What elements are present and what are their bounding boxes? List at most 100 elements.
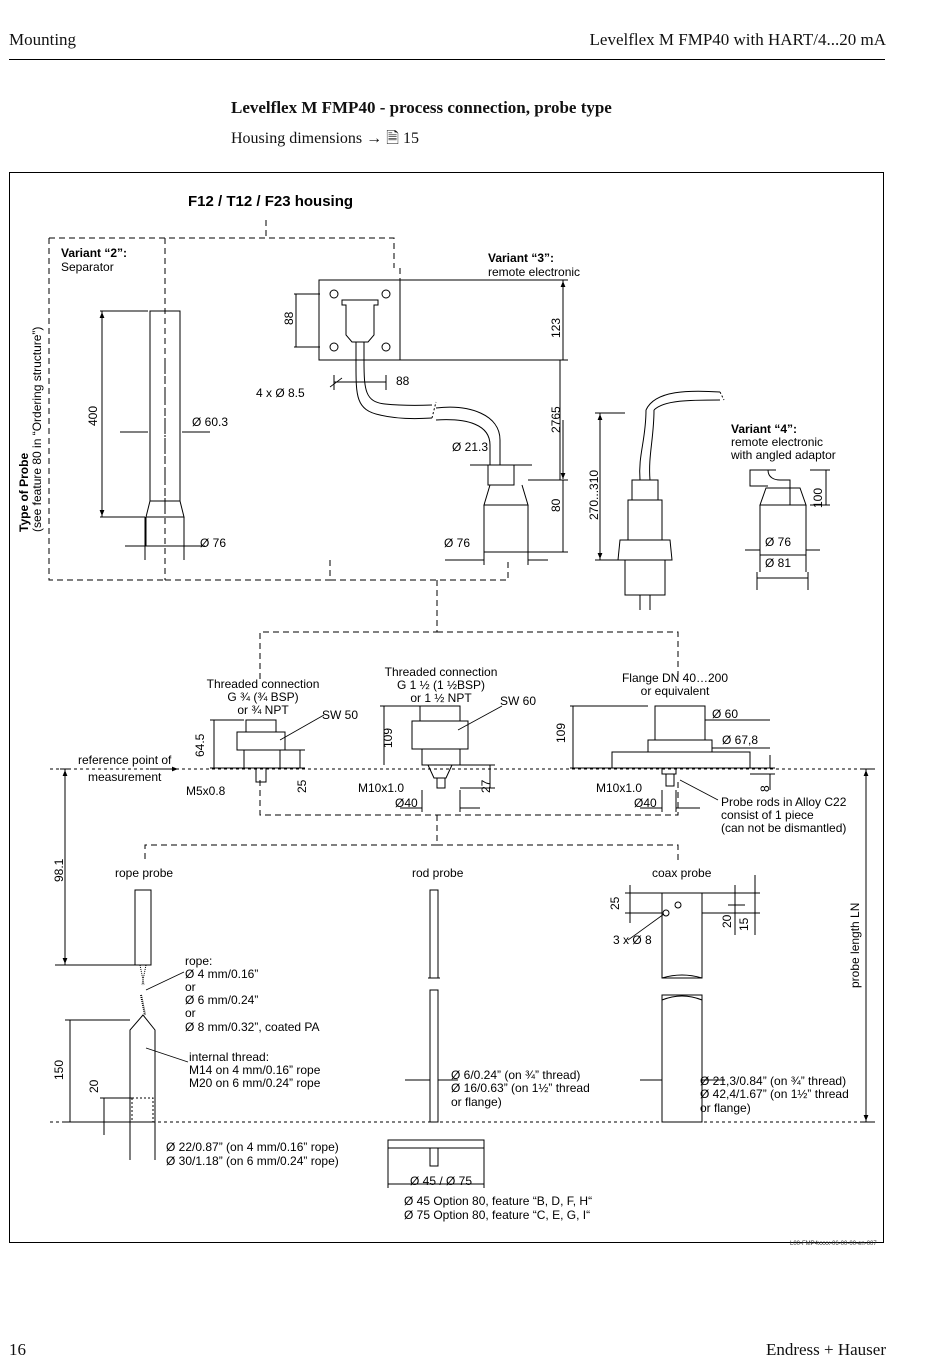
rods-line3: (can not be dismantled): [721, 821, 846, 835]
rod-probe-label: rod probe: [412, 866, 464, 880]
header-section-label: Mounting: [9, 30, 77, 49]
rope-probe: [55, 768, 156, 1160]
rope-line2: Ø 4 mm/0.16”: [185, 967, 258, 981]
variant4-desc1: remote electronic: [731, 435, 823, 449]
rod-diameter-line2: Ø 16/0.63” (on 1½” thread: [451, 1081, 590, 1095]
dim-8: 8: [758, 785, 772, 792]
type-of-probe-label: Type of Probe: [17, 453, 31, 532]
dim-15: 15: [737, 917, 751, 931]
coax-diameter-line2: Ø 42,4/1.67” (on 1½” thread: [700, 1087, 849, 1101]
remote-electronic-variant3: [294, 279, 568, 565]
dim-d76-c: Ø 76: [765, 535, 791, 549]
rope-weight-line2: Ø 30/1.18” (on 6 mm/0.24” rope): [166, 1154, 339, 1168]
dim-270-310: 270...310: [587, 470, 601, 520]
dim-88-horizontal: 88: [396, 374, 410, 388]
probe-length-dimension: [860, 768, 875, 1123]
dim-2765: 2765: [549, 406, 563, 433]
type-of-probe-note: (see feature 80 in “Ordering structure”): [30, 327, 44, 532]
section-title: Levelflex M FMP40 - process connection, …: [231, 98, 612, 117]
dim-d603: Ø 60.3: [192, 415, 228, 429]
dim-d81: Ø 81: [765, 556, 791, 570]
probe-length-label: probe length LN: [848, 903, 862, 988]
coax-probe-label: coax probe: [652, 866, 712, 880]
dim-150: 150: [52, 1060, 66, 1080]
coax-diameter-line1: Ø 21,3/0.84” (on ¾” thread): [700, 1074, 846, 1088]
thread2-line1: Threaded connection: [385, 665, 498, 679]
dim-88-vertical: 88: [282, 311, 296, 325]
flange-connection: [570, 705, 775, 812]
thread1-line3: or ¾ NPT: [237, 703, 289, 717]
dim-27: 27: [479, 779, 493, 793]
dim-98-1: 98.1: [52, 858, 66, 882]
dim-d60: Ø 60: [712, 707, 738, 721]
dim-25-b: 25: [608, 896, 622, 910]
sw60-label: SW 60: [500, 694, 536, 708]
rod-diameter-line1: Ø 6/0.24” (on ¾” thread): [451, 1068, 580, 1082]
threaded-connection-3-4: [210, 719, 305, 783]
thread1-line2: G ¾ (¾ BSP): [227, 690, 298, 704]
reference-point-line2: measurement: [88, 770, 162, 784]
header-document-title: Levelflex M FMP40 with HART/4...20 mA: [589, 30, 886, 49]
header-rule: [9, 59, 885, 60]
variant2-title: Variant “2”:: [61, 246, 127, 260]
variant4-small: [745, 469, 830, 590]
flange-line1: Flange DN 40…200: [622, 671, 728, 685]
d40-b: Ø40: [634, 796, 657, 810]
rod-diameter-line3: or flange): [451, 1095, 502, 1109]
rope-weight-line1: Ø 22/0.87” (on 4 mm/0.16” rope): [166, 1140, 339, 1154]
rope-line4: Ø 6 mm/0.24”: [185, 993, 258, 1007]
m5-label: M5x0.8: [186, 784, 226, 798]
rods-line1: Probe rods in Alloy C22: [721, 795, 847, 809]
internal-thread-line1: internal thread:: [189, 1050, 269, 1064]
variant4-desc2: with angled adaptor: [730, 448, 836, 462]
variant4-title: Variant “4”:: [731, 422, 797, 436]
d40-a: Ø40: [395, 796, 418, 810]
angled-adaptor-detail: [595, 390, 725, 610]
dim-400: 400: [86, 406, 100, 426]
disk-diameter: Ø 45 / Ø 75: [410, 1174, 472, 1188]
variant3-desc: remote electronic: [488, 265, 580, 279]
dim-100: 100: [811, 488, 825, 508]
dim-d678: Ø 67,8: [722, 733, 758, 747]
rope-probe-label: rope probe: [115, 866, 173, 880]
sw50-label: SW 50: [322, 708, 358, 722]
variant2-desc: Separator: [61, 260, 114, 274]
dim-109-a: 109: [381, 728, 395, 748]
dim-20-b: 20: [87, 1079, 101, 1093]
dim-d76-a: Ø 76: [200, 536, 226, 550]
internal-thread-line2: M14 on 4 mm/0.16” rope: [189, 1063, 321, 1077]
coax-holes-label: 3 x Ø 8: [613, 933, 652, 947]
internal-thread-line3: M20 on 6 mm/0.24” rope: [189, 1076, 321, 1090]
dim-20-a: 20: [720, 914, 734, 928]
drawing-frame: [9, 172, 884, 1243]
page-number: 16: [9, 1340, 26, 1359]
threaded-connection-1-5: [380, 705, 495, 812]
m10-label-b: M10x1.0: [596, 781, 642, 795]
dim-64-5: 64.5: [193, 733, 207, 757]
thread1-line1: Threaded connection: [207, 677, 320, 691]
dim-holes: 4 x Ø 8.5: [256, 386, 305, 400]
housing-title: F12 / T12 / F23 housing: [188, 193, 353, 210]
variant3-title: Variant “3”:: [488, 251, 554, 265]
section-subtitle: Housing dimensions → 🗎 15: [231, 130, 419, 147]
rope-line5: or: [185, 1006, 196, 1020]
option-line2: Ø 75 Option 80, feature “C, E, G, I“: [404, 1208, 590, 1222]
rods-line2: consist of 1 piece: [721, 808, 814, 822]
figure-id: L00-FMP4xxxx-06-00-00-en-007: [790, 1241, 877, 1247]
thread2-line2: G 1 ½ (1 ½BSP): [397, 678, 485, 692]
dim-d213: Ø 21.3: [452, 440, 488, 454]
dim-109-b: 109: [554, 723, 568, 743]
coax-probe: [625, 875, 760, 1123]
dim-d76-b: Ø 76: [444, 536, 470, 550]
separator-variant2: [100, 310, 210, 560]
coax-diameter-line3: or flange): [700, 1101, 751, 1115]
rope-line1: rope:: [185, 954, 212, 968]
rod-probe: [387, 889, 485, 1188]
flange-line2: or equivalent: [641, 684, 710, 698]
rope-line6: Ø 8 mm/0.32”, coated PA: [185, 1020, 320, 1034]
m10-label-a: M10x1.0: [358, 781, 404, 795]
dim-123: 123: [549, 318, 563, 338]
dim-80: 80: [549, 498, 563, 512]
footer-brand: Endress + Hauser: [765, 1340, 886, 1359]
